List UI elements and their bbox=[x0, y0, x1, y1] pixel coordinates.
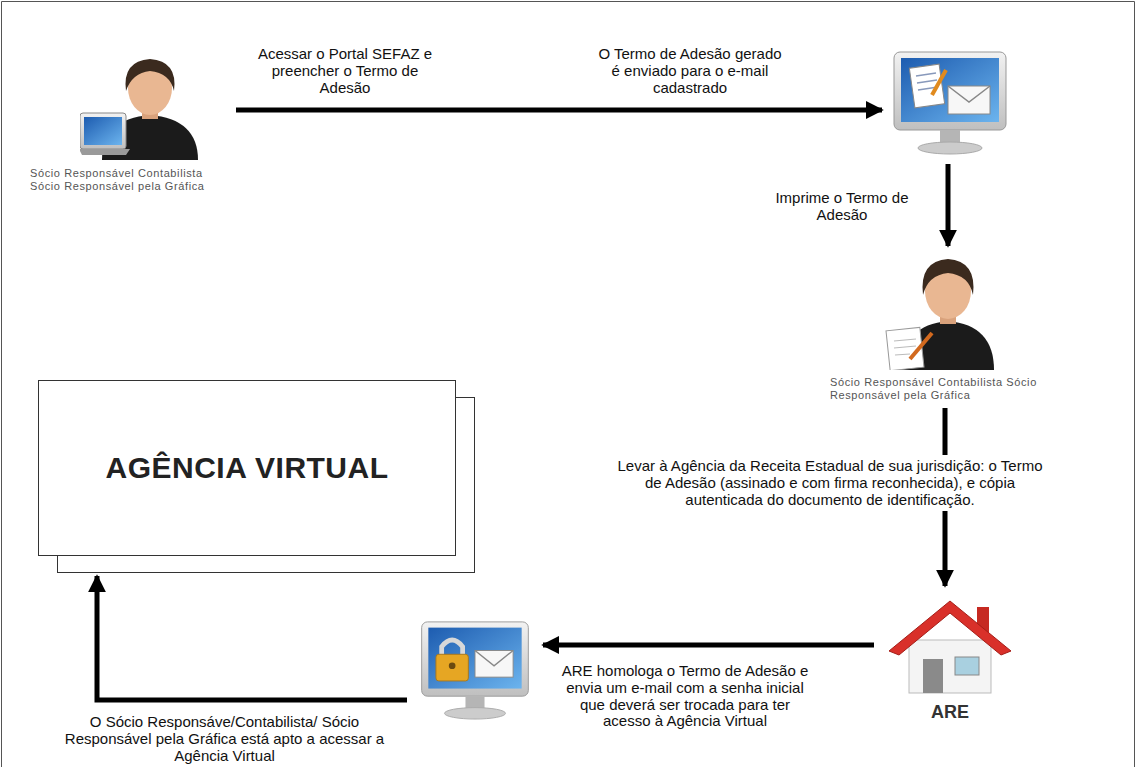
edge-label: Imprime o Termo de Adesão bbox=[762, 190, 922, 224]
process-box: AGÊNCIA VIRTUAL bbox=[38, 380, 456, 556]
step-note: O Termo de Adesão gerado é enviado para … bbox=[595, 46, 785, 96]
box-title: AGÊNCIA VIRTUAL bbox=[105, 450, 388, 485]
actor-node: Sócio Responsável Contabilista Sócio Res… bbox=[30, 55, 230, 193]
person-icon bbox=[880, 255, 1010, 370]
actor-node: Sócio Responsável Contabilista Sócio Res… bbox=[830, 252, 1040, 402]
flow-arrow bbox=[946, 164, 951, 246]
edge-label: Levar à Agência da Receita Estadual de s… bbox=[612, 455, 1048, 511]
flow-arrow bbox=[543, 643, 874, 648]
monitor-icon bbox=[890, 50, 1010, 155]
monitor-node bbox=[888, 48, 1012, 158]
edge-label: ARE homologa o Termo de Adesão e envia u… bbox=[560, 663, 810, 730]
edge-label: Acessar o Portal SEFAZ e preencher o Ter… bbox=[255, 46, 435, 96]
edge-label: O Sócio Responsáve/Contabilista/ Sócio R… bbox=[62, 714, 387, 764]
flow-arrow bbox=[236, 108, 882, 113]
node-caption: Sócio Responsável Contabilista Sócio Res… bbox=[830, 376, 1040, 402]
monitor-node bbox=[413, 615, 537, 720]
node-caption: Sócio Responsável Contabilista Sócio Res… bbox=[30, 167, 230, 193]
node-caption: ARE bbox=[880, 702, 1020, 723]
house-icon bbox=[885, 595, 1015, 695]
flow-arrow bbox=[97, 576, 407, 700]
person-icon bbox=[80, 55, 215, 160]
monitor-icon bbox=[415, 620, 535, 720]
office-node: ARE bbox=[880, 592, 1020, 723]
